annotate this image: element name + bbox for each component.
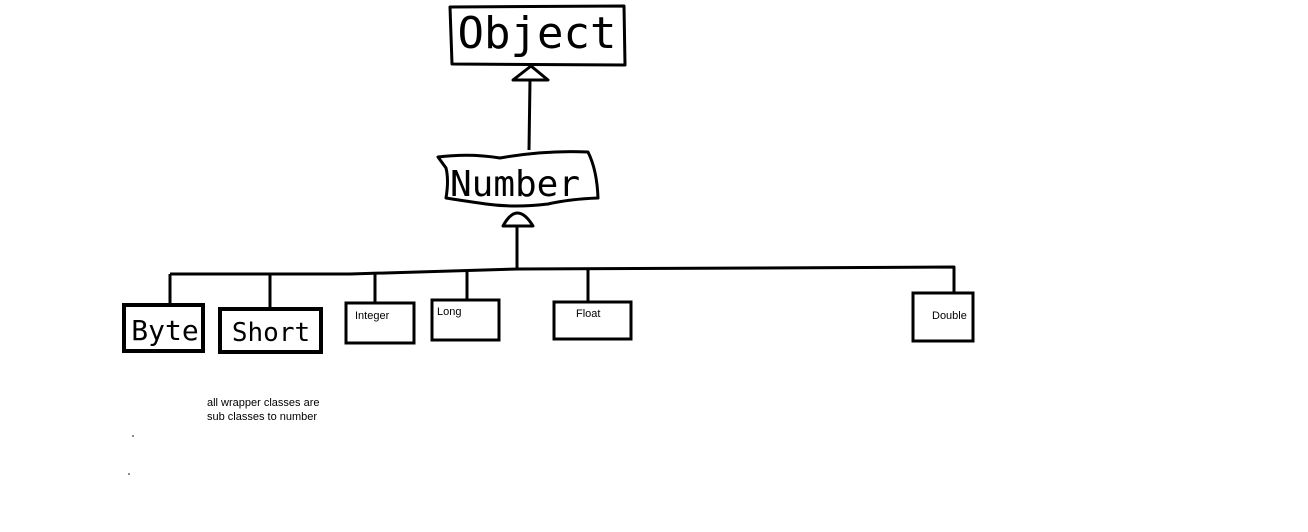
double-label: Double	[932, 310, 967, 322]
byte-label: Byte	[131, 314, 198, 347]
note-line-2: sub classes to number	[207, 411, 318, 423]
object-node: Object	[448, 4, 627, 67]
inheritance-arrow-number-to-object	[511, 64, 550, 151]
child-drops	[168, 270, 590, 308]
integer-box	[344, 301, 416, 345]
long-label: Long	[437, 306, 461, 318]
float-node: Float	[552, 300, 633, 341]
number-label: Number	[450, 164, 580, 205]
long-box	[430, 298, 501, 342]
float-label: Float	[576, 308, 600, 320]
long-node: Long	[430, 298, 501, 342]
number-node: Number	[436, 150, 600, 208]
short-label: Short	[232, 318, 310, 348]
double-node: Double	[911, 291, 975, 343]
arrow-shaft-upper	[527, 79, 532, 151]
annotation-note: all wrapper classes are sub classes to n…	[207, 396, 367, 424]
integer-node: Integer	[344, 301, 416, 345]
children-connector-line	[170, 265, 956, 293]
note-line-1: all wrapper classes are	[207, 397, 320, 409]
double-box	[911, 291, 975, 343]
object-box	[448, 4, 627, 67]
byte-box	[122, 303, 205, 353]
object-label: Object	[458, 8, 617, 59]
byte-node: Byte	[122, 303, 205, 353]
arrow-head-upper	[511, 64, 550, 82]
integer-label: Integer	[355, 310, 390, 322]
float-box	[552, 300, 633, 341]
inheritance-arrow-children-to-number	[501, 211, 535, 269]
stray-dot	[128, 473, 130, 475]
arrow-head-lower	[501, 211, 535, 228]
stray-dot	[132, 435, 134, 437]
short-node: Short	[218, 307, 323, 354]
number-box	[436, 150, 600, 208]
short-box	[218, 307, 323, 354]
